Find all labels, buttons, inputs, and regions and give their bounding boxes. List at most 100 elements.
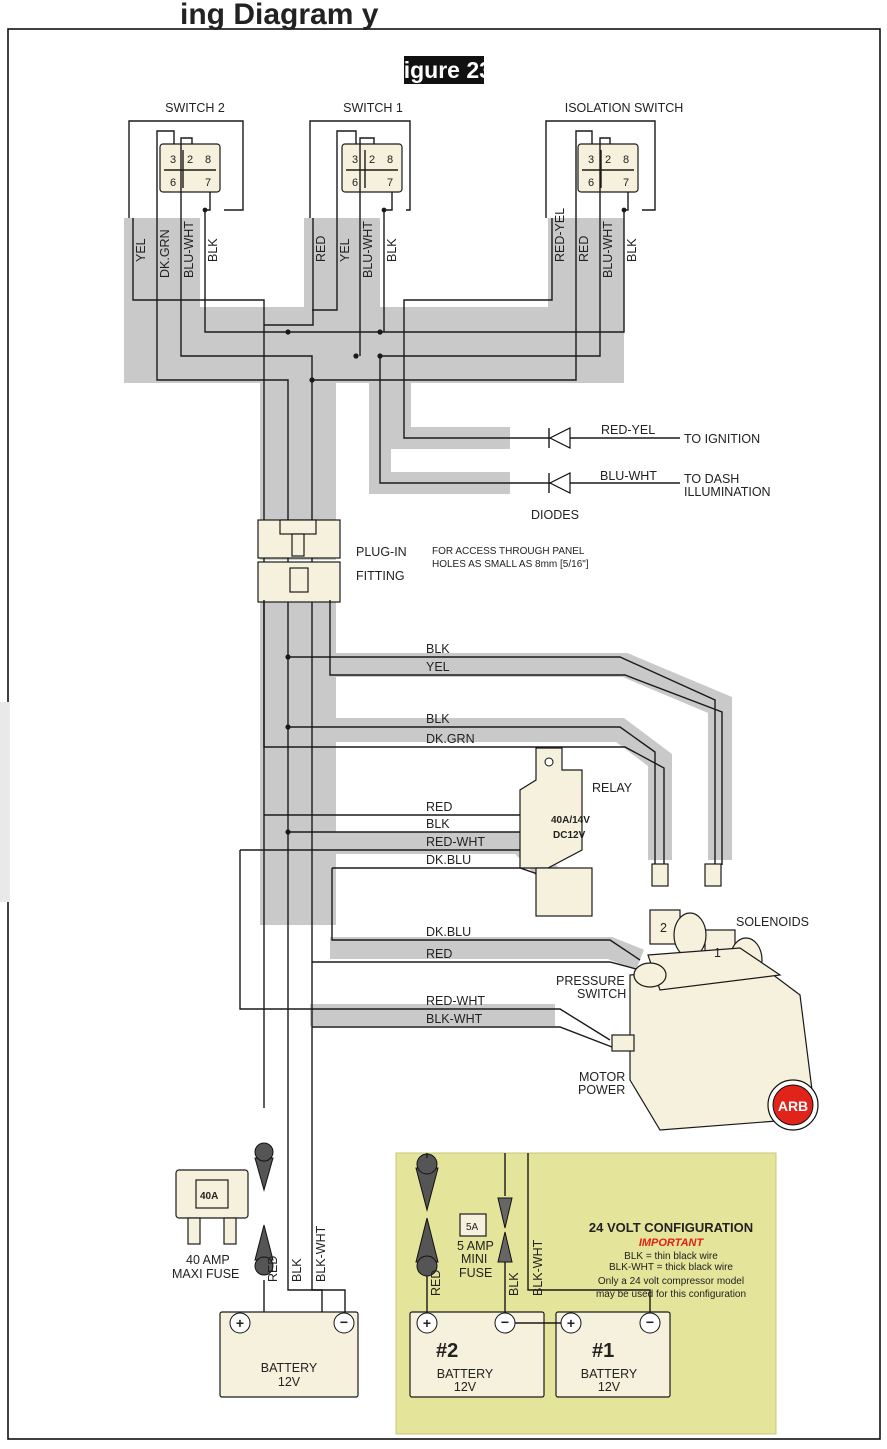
config-24v-panel: 5A 5 AMP MINI FUSE RED BLK BLK-WHT 24 VO…	[395, 1152, 777, 1435]
pressure-switch-label-1: PRESSURE	[556, 974, 625, 988]
diode-ignition	[548, 427, 571, 449]
wire-label: BLK	[385, 238, 399, 262]
figure-title: Figure 23.	[390, 57, 499, 83]
diode-dash-label-1: TO DASH	[684, 472, 739, 486]
cfg-important: IMPORTANT	[639, 1237, 705, 1249]
cfg-battery2-label-2: 12V	[454, 1380, 477, 1394]
cfg-title: 24 VOLT CONFIGURATION	[589, 1220, 753, 1235]
cfg-battery1-label-1: BATTERY	[581, 1367, 638, 1381]
wire-label: BLU-WHT	[182, 221, 196, 278]
svg-text:+: +	[567, 1315, 575, 1331]
wire-label: BLK	[625, 238, 639, 262]
main-battery-wire-red: RED	[266, 1256, 280, 1282]
wire-label: BLK	[206, 238, 220, 262]
switch-pin-label: 7	[205, 177, 211, 189]
switch-pin-label: 7	[387, 177, 393, 189]
diode-dash	[548, 472, 571, 494]
svg-text:+: +	[236, 1315, 244, 1331]
switch-pin-label: 6	[352, 177, 358, 189]
main-fuse: 40A 40 AMP MAXI FUSE	[172, 1142, 274, 1281]
cfg-battery2-label-1: BATTERY	[437, 1367, 494, 1381]
plug-label-1: PLUG-IN	[356, 545, 407, 559]
plug-in-fitting: PLUG-IN FITTING FOR ACCESS THROUGH PANEL…	[257, 519, 589, 603]
wire-relay-4: DK.BLU	[426, 853, 471, 867]
switch-isolation-label: ISOLATION SWITCH	[565, 101, 684, 115]
wire-relay-2: BLK	[426, 817, 450, 831]
wire-sol1-b: YEL	[426, 660, 450, 674]
switch-pin-label: 3	[352, 154, 358, 166]
cfg-note-4: may be used for this configuration	[596, 1289, 746, 1300]
compressor-brand: ARB	[778, 1098, 808, 1114]
wire-label: BLU-WHT	[361, 221, 375, 278]
switch-pin-label: 7	[623, 177, 629, 189]
main-battery-wire-blk: BLK	[290, 1258, 304, 1282]
pressure-switch-label-2: SWITCH	[577, 987, 626, 1001]
wire-label: RED	[314, 236, 328, 262]
diodes-label: DIODES	[531, 508, 579, 522]
wire-relay-1: RED	[426, 800, 452, 814]
switch-pin-label: 2	[369, 154, 375, 166]
wire-press-2: RED	[426, 947, 452, 961]
plug-note-1: FOR ACCESS THROUGH PANEL	[432, 546, 585, 557]
svg-text:−: −	[340, 1314, 348, 1330]
motor-power-label-2: POWER	[578, 1083, 625, 1097]
main-battery-wiring: RED BLK BLK-WHT	[263, 1108, 346, 1320]
svg-text:+: +	[423, 1315, 431, 1331]
diode-ignition-label: TO IGNITION	[684, 432, 760, 446]
switch-pin-label: 3	[588, 154, 594, 166]
wire-label: RED	[577, 236, 591, 262]
switch-pin-label: 2	[187, 154, 193, 166]
solenoids-label: SOLENOIDS	[736, 915, 809, 929]
header-title-fragment: ing Diagram y	[180, 0, 379, 31]
diode-dash-wire-label: BLU-WHT	[600, 469, 657, 483]
wire-label: DK.GRN	[158, 229, 172, 278]
wire-label: YEL	[134, 238, 148, 262]
svg-text:−: −	[501, 1314, 509, 1330]
motor-power-label-1: MOTOR	[579, 1070, 625, 1084]
main-battery-label-2: 12V	[278, 1375, 301, 1389]
cfg-note-1: BLK = thin black wire	[624, 1251, 718, 1262]
cfg-wire-red: RED	[429, 1270, 443, 1296]
cfg-fuse-rating: 5A	[466, 1222, 479, 1233]
switch-pin-label: 8	[623, 154, 629, 166]
solenoid-num-1: 1	[714, 946, 721, 960]
cfg-wire-blk: BLK	[507, 1272, 521, 1296]
plug-note-2: HOLES AS SMALL AS 8mm [5/16"]	[432, 559, 589, 570]
plug-label-2: FITTING	[356, 569, 405, 583]
relay-label: RELAY	[592, 781, 633, 795]
cfg-fuse-label-3: FUSE	[459, 1266, 492, 1280]
switch-pin-label: 2	[605, 154, 611, 166]
diodes: RED-YEL TO IGNITION BLU-WHT TO DASH ILLU…	[510, 423, 771, 522]
cfg-wire-blk-wht: BLK-WHT	[531, 1239, 545, 1296]
cfg-fuse-label-2: MINI	[461, 1252, 487, 1266]
cfg-battery1-num: #1	[592, 1340, 614, 1362]
main-fuse-label-2: MAXI FUSE	[172, 1267, 239, 1281]
lower-harness-wires: BLK YEL BLK DK.GRN RED BLK RED-WHT DK.BL…	[239, 600, 723, 1048]
switch-switch1-label: SWITCH 1	[343, 101, 403, 115]
main-battery-wire-blk-wht: BLK-WHT	[314, 1225, 328, 1282]
switch-pin-label: 3	[170, 154, 176, 166]
main-fuse-rating: 40A	[200, 1191, 218, 1202]
wire-motor-1: RED-WHT	[426, 994, 485, 1008]
cfg-battery1-label-2: 12V	[598, 1380, 621, 1394]
main-fuse-label-1: 40 AMP	[186, 1253, 230, 1267]
switch-pin-label: 6	[588, 177, 594, 189]
compressor: ARB 2 1 SOLENOIDS PRESSURE SWITCH MOTOR …	[556, 863, 819, 1131]
svg-text:−: −	[646, 1314, 654, 1330]
main-battery-label-1: BATTERY	[261, 1361, 318, 1375]
relay: RELAY 40A/14V DC12V	[519, 747, 633, 917]
solenoid-num-2: 2	[660, 921, 667, 935]
cfg-battery2-num: #2	[436, 1340, 458, 1362]
switch-pin-label: 8	[387, 154, 393, 166]
switch-pin-label: 6	[170, 177, 176, 189]
figure-title-box	[404, 56, 484, 84]
wire-motor-2: BLK-WHT	[426, 1012, 483, 1026]
wire-sol2-a: BLK	[426, 712, 450, 726]
main-battery: + − BATTERY 12V	[219, 1311, 359, 1398]
diode-dash-label-2: ILLUMINATION	[684, 485, 771, 499]
wire-label: YEL	[338, 238, 352, 262]
wire-press-1: DK.BLU	[426, 925, 471, 939]
